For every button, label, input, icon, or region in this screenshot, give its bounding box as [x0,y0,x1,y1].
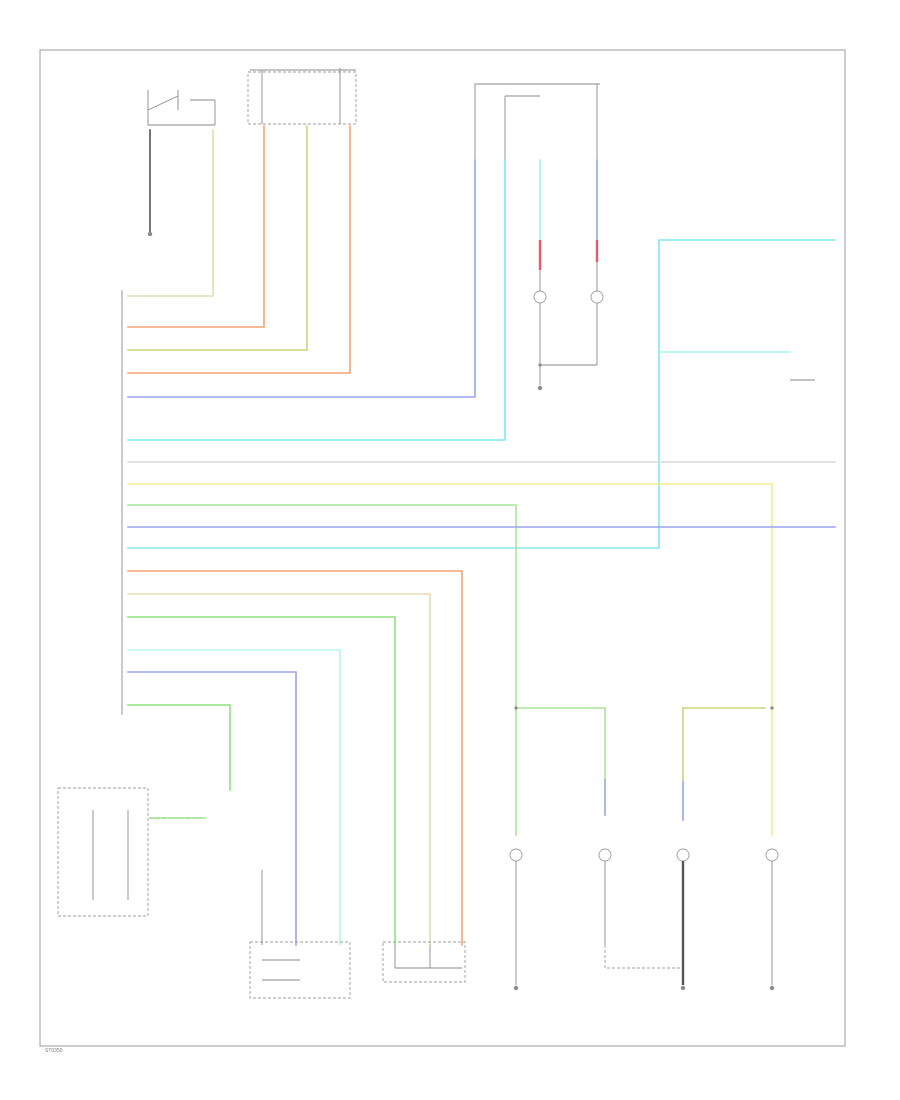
switch-top-right [474,83,600,160]
wire-green-bottom [127,616,396,946]
wire-blue-pink [127,159,476,398]
transmission-switch-internals [394,945,462,969]
wire-lightcyan-bottom [127,649,341,946]
turn-switch-box [249,941,351,999]
instrument-cluster-box [57,787,149,917]
wire-yellow [127,483,773,836]
wire-olive-1 [127,125,308,351]
lamp-bottom-3 [676,848,690,985]
ground-symbols [147,231,775,991]
lamp-left-top [533,270,547,385]
wire-orange-bottom [127,570,463,946]
wire-orange-2 [127,125,351,374]
diagram-frame [39,49,846,1047]
wire-cyan-right [127,239,836,549]
wire-green-connector [127,704,231,791]
wire-tan-brake [127,129,214,297]
lamp-bottom-1 [509,848,523,985]
lamp-right-top [540,262,604,366]
wire-orange-1 [127,125,265,328]
transmission-switch-box [382,941,466,983]
cluster-internals [92,810,129,900]
wire-cyan-top [127,159,506,441]
connector-top-middle [247,68,357,125]
lamp-bottom-4 [765,848,779,985]
wire-green-center [127,504,517,836]
wire-blue-bottom [127,671,297,946]
wire-green-lamp [515,707,606,781]
switch-top-left [147,90,216,126]
lamp-bottom-2 [598,848,680,969]
diagram-id: ST0350 [45,1048,63,1054]
wire-tan-bottom [127,593,431,946]
turn-switch-internals [261,900,300,981]
